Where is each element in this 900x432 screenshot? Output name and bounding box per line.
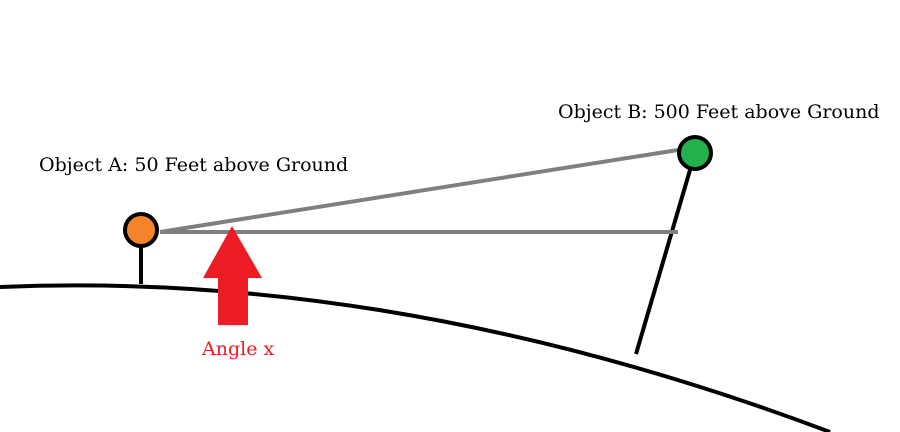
angle-arrow-icon [203, 226, 262, 325]
ground-curve [0, 283, 831, 432]
object-b-support [634, 169, 692, 355]
object-a-marker [123, 212, 159, 248]
object-b-label: Object B: 500 Feet above Ground [558, 101, 880, 123]
object-b-marker [677, 135, 713, 171]
object-a-label: Object A: 50 Feet above Ground [39, 154, 348, 176]
sight-line [159, 148, 679, 234]
angle-label: Angle x [201, 338, 274, 360]
